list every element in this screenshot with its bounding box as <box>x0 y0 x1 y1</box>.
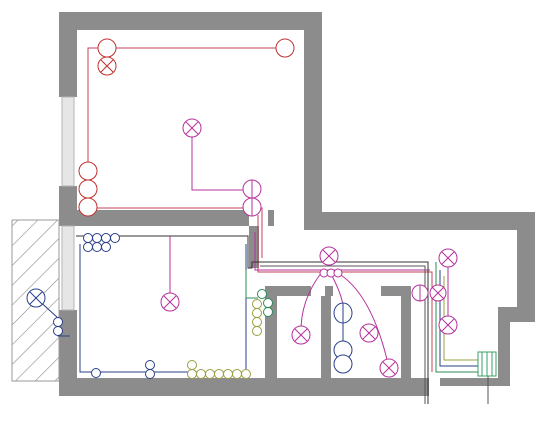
lamp-room-center <box>160 292 180 312</box>
switch-right-double <box>411 284 429 302</box>
wire-red-top-loop <box>87 47 263 258</box>
wire-arc-bath-left <box>300 271 323 335</box>
wall-top-outer <box>59 12 322 30</box>
wall-bath-top-right <box>381 286 405 296</box>
fixtures <box>26 38 497 379</box>
lamp-top-center <box>182 118 202 138</box>
lamp-bath-right-2 <box>359 323 379 343</box>
window-lower-left <box>61 225 75 311</box>
lamp-bath-left <box>291 325 311 345</box>
wall-bottom-outer <box>59 378 429 396</box>
lamp-right-top <box>438 248 458 268</box>
lamp-right-bottom <box>438 315 458 335</box>
wire-olive-bus <box>443 276 478 361</box>
wall-left-upper <box>59 12 77 97</box>
wall-partition-horizontal <box>59 210 249 226</box>
wall-partition-vertical <box>249 226 259 268</box>
wall-bath-divider <box>321 296 331 382</box>
socket-left-3 <box>78 197 98 217</box>
lamp-top-left <box>97 38 117 58</box>
wire-red-bus <box>257 215 433 372</box>
wire-dark-room-loop <box>79 244 247 373</box>
wire-dark-bus-2 <box>260 265 426 404</box>
wall-bath-top-mid <box>325 286 333 296</box>
socket-bath-mid-2 <box>333 354 353 374</box>
socket-group-top-left <box>83 233 120 252</box>
socket-bath-mid-top <box>333 302 353 324</box>
socket-left-1 <box>78 161 98 181</box>
wall-bottom-right <box>440 378 510 386</box>
lamp-right-mid <box>429 284 447 302</box>
wire-dark-bus <box>76 235 429 404</box>
wall-partition-stub <box>268 210 274 226</box>
wall-bath-top-left <box>277 286 311 296</box>
lamp-corridor <box>319 246 339 266</box>
balcony-lamp <box>26 288 46 308</box>
lamp-bath-right <box>379 358 399 378</box>
wall-right-wing-top <box>304 212 535 230</box>
walls <box>59 12 535 396</box>
window-upper-left <box>61 96 75 187</box>
socket-top-right <box>275 38 295 58</box>
socket-left-2 <box>78 179 98 199</box>
switch-top-right-1 <box>242 179 262 199</box>
switch-balcony-1 <box>53 317 63 327</box>
switch-bottom-1 <box>91 368 101 378</box>
socket-group-bottom-olive <box>187 360 251 379</box>
wire-blue-bus <box>439 270 478 367</box>
socket-group-green <box>257 289 273 317</box>
wire-magenta-center <box>191 128 252 191</box>
wiring <box>35 47 489 404</box>
wall-bath-divider-2 <box>401 286 411 382</box>
socket-group-right-olive <box>252 299 262 336</box>
switch-top-right-2 <box>242 197 262 217</box>
switch-balcony-2 <box>53 326 63 336</box>
wall-right-upper <box>304 12 322 212</box>
wall-right-wing-edge <box>517 212 535 322</box>
switch-bottom-2 <box>145 360 155 370</box>
wall-right-lower <box>498 307 510 379</box>
lamp-top-left-crossed <box>97 56 117 76</box>
wire-green-room <box>245 270 258 299</box>
wire-green-bus <box>435 262 478 373</box>
wire-magenta-bus <box>254 232 430 271</box>
wire-arc-bath-right <box>335 271 390 369</box>
switch-bottom-3 <box>145 369 155 379</box>
distribution-panel-icon <box>477 351 497 377</box>
switch-corridor-group <box>319 268 343 278</box>
wall-left-lower <box>59 310 77 396</box>
